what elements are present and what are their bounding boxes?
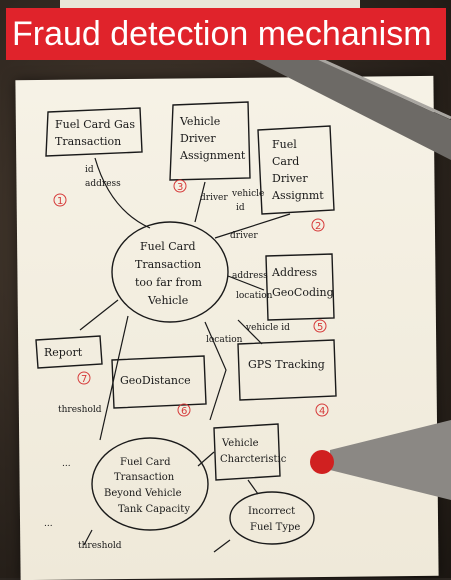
pen-bottom-right [310,420,451,500]
node-vehicle-driver-assignment: Vehicle Driver Assignment 3 [169,101,251,193]
node-line: Assignment [179,149,246,162]
node-number: 6 [181,406,187,417]
node-line: Charcteristic [220,454,287,465]
node-line: Tank Capacity [118,504,190,515]
node-line: Fuel Card [120,457,171,468]
node-fuel-card-gas-transaction: Fuel Card Gas Transaction 1 [45,107,143,207]
node-fuel-card-driver-assignment: Fuel Card Driver Assignmt 2 [257,125,335,232]
node-gps-tracking: GPS Tracking 4 [237,339,337,417]
edge-label-vehicle-id: vehicle id [245,323,290,333]
node-line: Transaction [114,472,175,483]
node-line: Transaction [135,258,201,271]
edges [79,157,291,553]
edge-label-address: address [232,271,268,281]
node-geodistance: GeoDistance 6 [111,355,207,417]
node-number: 5 [317,322,323,333]
node-line: Incorrect [248,506,295,517]
edge-label-ellipsis: ... [44,519,53,529]
node-center-fuel-card-too-far: Fuel Card Transaction too far from Vehic… [111,221,229,323]
edge-label-threshold: threshold [58,405,102,415]
node-line: Fuel [272,138,297,151]
edge-label-driver: driver [200,193,228,203]
edge-label-driver: driver [230,231,258,241]
node-line: Report [44,346,83,359]
node-address-geocoding: Address GeoCoding 5 [265,253,335,333]
node-line: Vehicle [179,115,220,128]
node-line: GPS Tracking [248,358,325,371]
node-line: Beyond Vehicle [104,488,182,499]
edge-label-location: location [236,291,273,301]
node-line: Vehicle [147,294,188,307]
node-number: 2 [315,221,321,232]
edge-label-vehicle: vehicle [231,189,264,199]
node-number: 7 [81,374,87,385]
node-line: Fuel Type [250,522,300,533]
node-line: GeoDistance [120,374,191,387]
edge-label-location: location [206,335,243,345]
node-line: GeoCoding [272,286,334,299]
node-vehicle-characteristic: Vehicle Charcteristic [213,423,287,481]
node-line: Assignmt [271,189,324,202]
node-report: Report 7 [35,335,103,385]
edge-label-id: id [236,203,245,213]
node-line: too far from [135,276,202,289]
edge-label-address: address [85,179,121,189]
edge-label-id: id [85,165,94,175]
node-line: Driver [180,132,216,145]
node-number: 3 [177,182,183,193]
node-beyond-tank-capacity: Fuel Card Transaction Beyond Vehicle Tan… [91,437,209,531]
node-line: Fuel Card [140,240,196,253]
edge-label-threshold: threshold [78,541,122,551]
node-line: Driver [272,172,308,185]
edge-label-ellipsis: ... [62,459,71,469]
node-number: 1 [57,196,63,207]
node-line: Address [271,266,317,279]
node-line: Fuel Card Gas [55,118,135,131]
node-line: Vehicle [221,438,259,449]
title-banner: Fraud detection mechanism [6,8,446,60]
node-line: Transaction [55,135,121,148]
node-incorrect-fuel-type: Incorrect Fuel Type [229,491,315,545]
node-line: Card [272,155,299,168]
node-number: 4 [319,406,325,417]
